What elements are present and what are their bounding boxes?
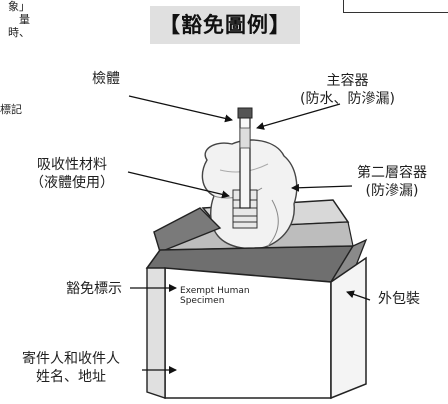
label-secondary-container: 第二層容器 (防滲漏) — [357, 165, 427, 199]
specimen-arrow — [128, 95, 233, 123]
label-specimen: 檢體 — [92, 71, 120, 87]
absorbent-arrow — [127, 171, 230, 199]
box-left-face — [146, 267, 166, 399]
box-exempt-label: Exempt Human Specimen — [180, 286, 250, 306]
label-absorbent: 吸收性材料 （液體使用） — [30, 157, 114, 191]
top-right-box-edge — [343, 0, 448, 13]
secondary-container-arrow — [291, 183, 353, 192]
box-right-face — [330, 256, 367, 400]
label-primary-container: 主容器 (防水、防滲漏) — [300, 73, 395, 107]
label-outer-package: 外包裝 — [378, 291, 420, 307]
left-edge-fragment: 象」 量 時、 — [8, 0, 30, 39]
left-edge-mark-fragment: 標記 — [0, 103, 22, 116]
box-left-flap — [153, 207, 222, 253]
diagram-title: 【豁免圖例】 — [150, 6, 300, 44]
label-exempt-mark: 豁免標示 — [66, 281, 122, 297]
primary-container-arrow — [256, 103, 341, 130]
outer-package-arrow — [346, 290, 371, 301]
specimen-tube — [237, 107, 253, 209]
label-sender-receiver: 寄件人和收件人 姓名、地址 — [22, 351, 120, 385]
